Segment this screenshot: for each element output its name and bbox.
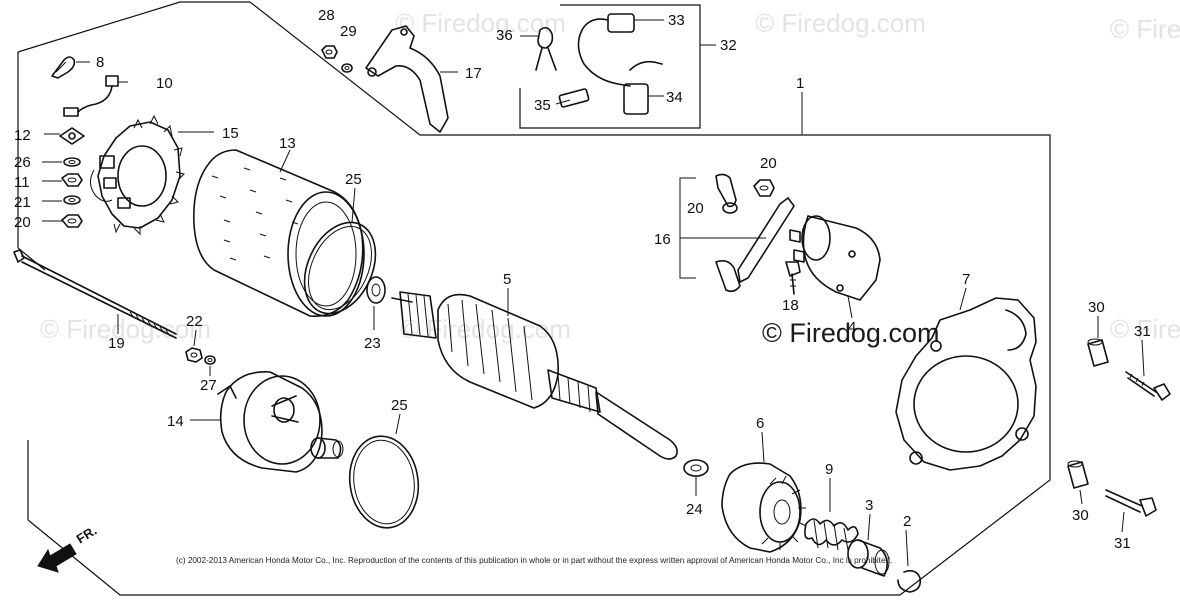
part-7-front-cover [895, 287, 1037, 471]
part-21-washer [42, 195, 81, 205]
callout-3: 3 [865, 497, 873, 514]
callout-32: 32 [720, 37, 737, 54]
callout-29: 29 [340, 23, 357, 40]
part-27-washer [204, 355, 216, 376]
callout-12: 12 [14, 127, 31, 144]
watermark-main: © Firedog.com [762, 318, 939, 348]
part-9-spring [804, 478, 859, 551]
copyright-notice: (c) 2002-2013 American Honda Motor Co., … [176, 556, 892, 565]
part-2-snap-ring [897, 529, 922, 593]
callout-30: 30 [1088, 299, 1105, 316]
part-29-washer [341, 63, 353, 73]
watermarks: © Firedog.com © Firedog.com © Fire © Fir… [40, 8, 1180, 344]
part-20-nut [42, 214, 83, 228]
part-13-yoke [193, 149, 365, 317]
callout-1: 1 [796, 75, 804, 92]
callout-20: 20 [14, 214, 31, 231]
watermark-text: © Firedog.com [400, 314, 571, 344]
callout-13: 13 [279, 135, 296, 152]
part-26-washer [42, 157, 81, 167]
callout-21: 21 [14, 194, 31, 211]
part-5-armature [391, 288, 678, 460]
part-30-collar [1087, 316, 1109, 367]
callout-labels: 1 2 3 4 5 6 7 8 9 10 11 12 13 14 15 16 1… [14, 7, 1151, 552]
callout-8: 8 [96, 54, 104, 71]
callout-26: 26 [14, 154, 31, 171]
part-16-cable [679, 173, 795, 293]
callout-20: 20 [760, 155, 777, 172]
part-15-brush-plate [90, 114, 214, 236]
part-17-bracket [365, 25, 458, 133]
part-3-collar [847, 513, 890, 577]
watermark-text: © Firedog.com [395, 8, 566, 38]
callout-17: 17 [465, 65, 482, 82]
part-25-o-ring [303, 187, 377, 315]
part-25-o-ring [348, 413, 420, 529]
callout-25: 25 [391, 397, 408, 414]
callout-24: 24 [686, 501, 703, 518]
callout-35: 35 [534, 97, 551, 114]
part-8-clip [51, 56, 90, 79]
callout-6: 6 [756, 415, 764, 432]
part-20-nut [753, 179, 775, 197]
watermark-text: © Firedog.com [40, 314, 211, 344]
watermark-text: © Firedog.com [755, 8, 926, 38]
callout-15: 15 [222, 125, 239, 142]
part-31-bolt [1105, 489, 1157, 533]
part-36-clip [520, 26, 557, 71]
part-12-holder [44, 127, 85, 145]
callout-22: 22 [186, 313, 203, 330]
part-6-pinion [721, 431, 807, 553]
part-10-brush [63, 75, 128, 117]
callout-20: 20 [687, 200, 704, 217]
callout-28: 28 [318, 7, 335, 24]
callout-33: 33 [668, 12, 685, 29]
part-19-through-bolt [13, 249, 177, 339]
callout-23: 23 [364, 335, 381, 352]
callout-34: 34 [666, 89, 683, 106]
assembly-outline [17, 1, 1051, 596]
watermark-text: © Fire [1110, 14, 1180, 44]
part-22-nut [185, 329, 203, 363]
callout-7: 7 [962, 271, 970, 288]
callout-27: 27 [200, 377, 217, 394]
callout-2: 2 [903, 513, 911, 530]
part-30-collar [1067, 460, 1089, 505]
callout-5: 5 [503, 271, 511, 288]
callout-25: 25 [345, 171, 362, 188]
part-23-washer [366, 276, 386, 330]
bushing [310, 437, 344, 459]
watermark-text: © Fire [1110, 314, 1180, 344]
callout-36: 36 [496, 27, 513, 44]
callout-31: 31 [1114, 535, 1131, 552]
part-24-washer [683, 459, 709, 496]
callout-16: 16 [654, 231, 671, 248]
callout-31: 31 [1134, 323, 1151, 340]
part-18-bolt [785, 261, 801, 295]
callout-18: 18 [782, 297, 799, 314]
part-4-solenoid [789, 215, 881, 319]
direction-label: FR. [74, 523, 100, 547]
part-28-nut [321, 45, 338, 59]
callout-19: 19 [108, 335, 125, 352]
callout-4: 4 [848, 319, 856, 336]
front-direction-arrow: FR. [37, 523, 100, 573]
part-32-harness [555, 13, 716, 115]
callout-9: 9 [825, 461, 833, 478]
callout-14: 14 [167, 413, 184, 430]
callout-11: 11 [14, 174, 30, 191]
callout-30: 30 [1072, 507, 1089, 524]
part-14-rear-cover [190, 371, 323, 473]
callout-10: 10 [156, 75, 173, 92]
part-31-bolt [1125, 339, 1171, 401]
part-11-nut [42, 173, 83, 187]
